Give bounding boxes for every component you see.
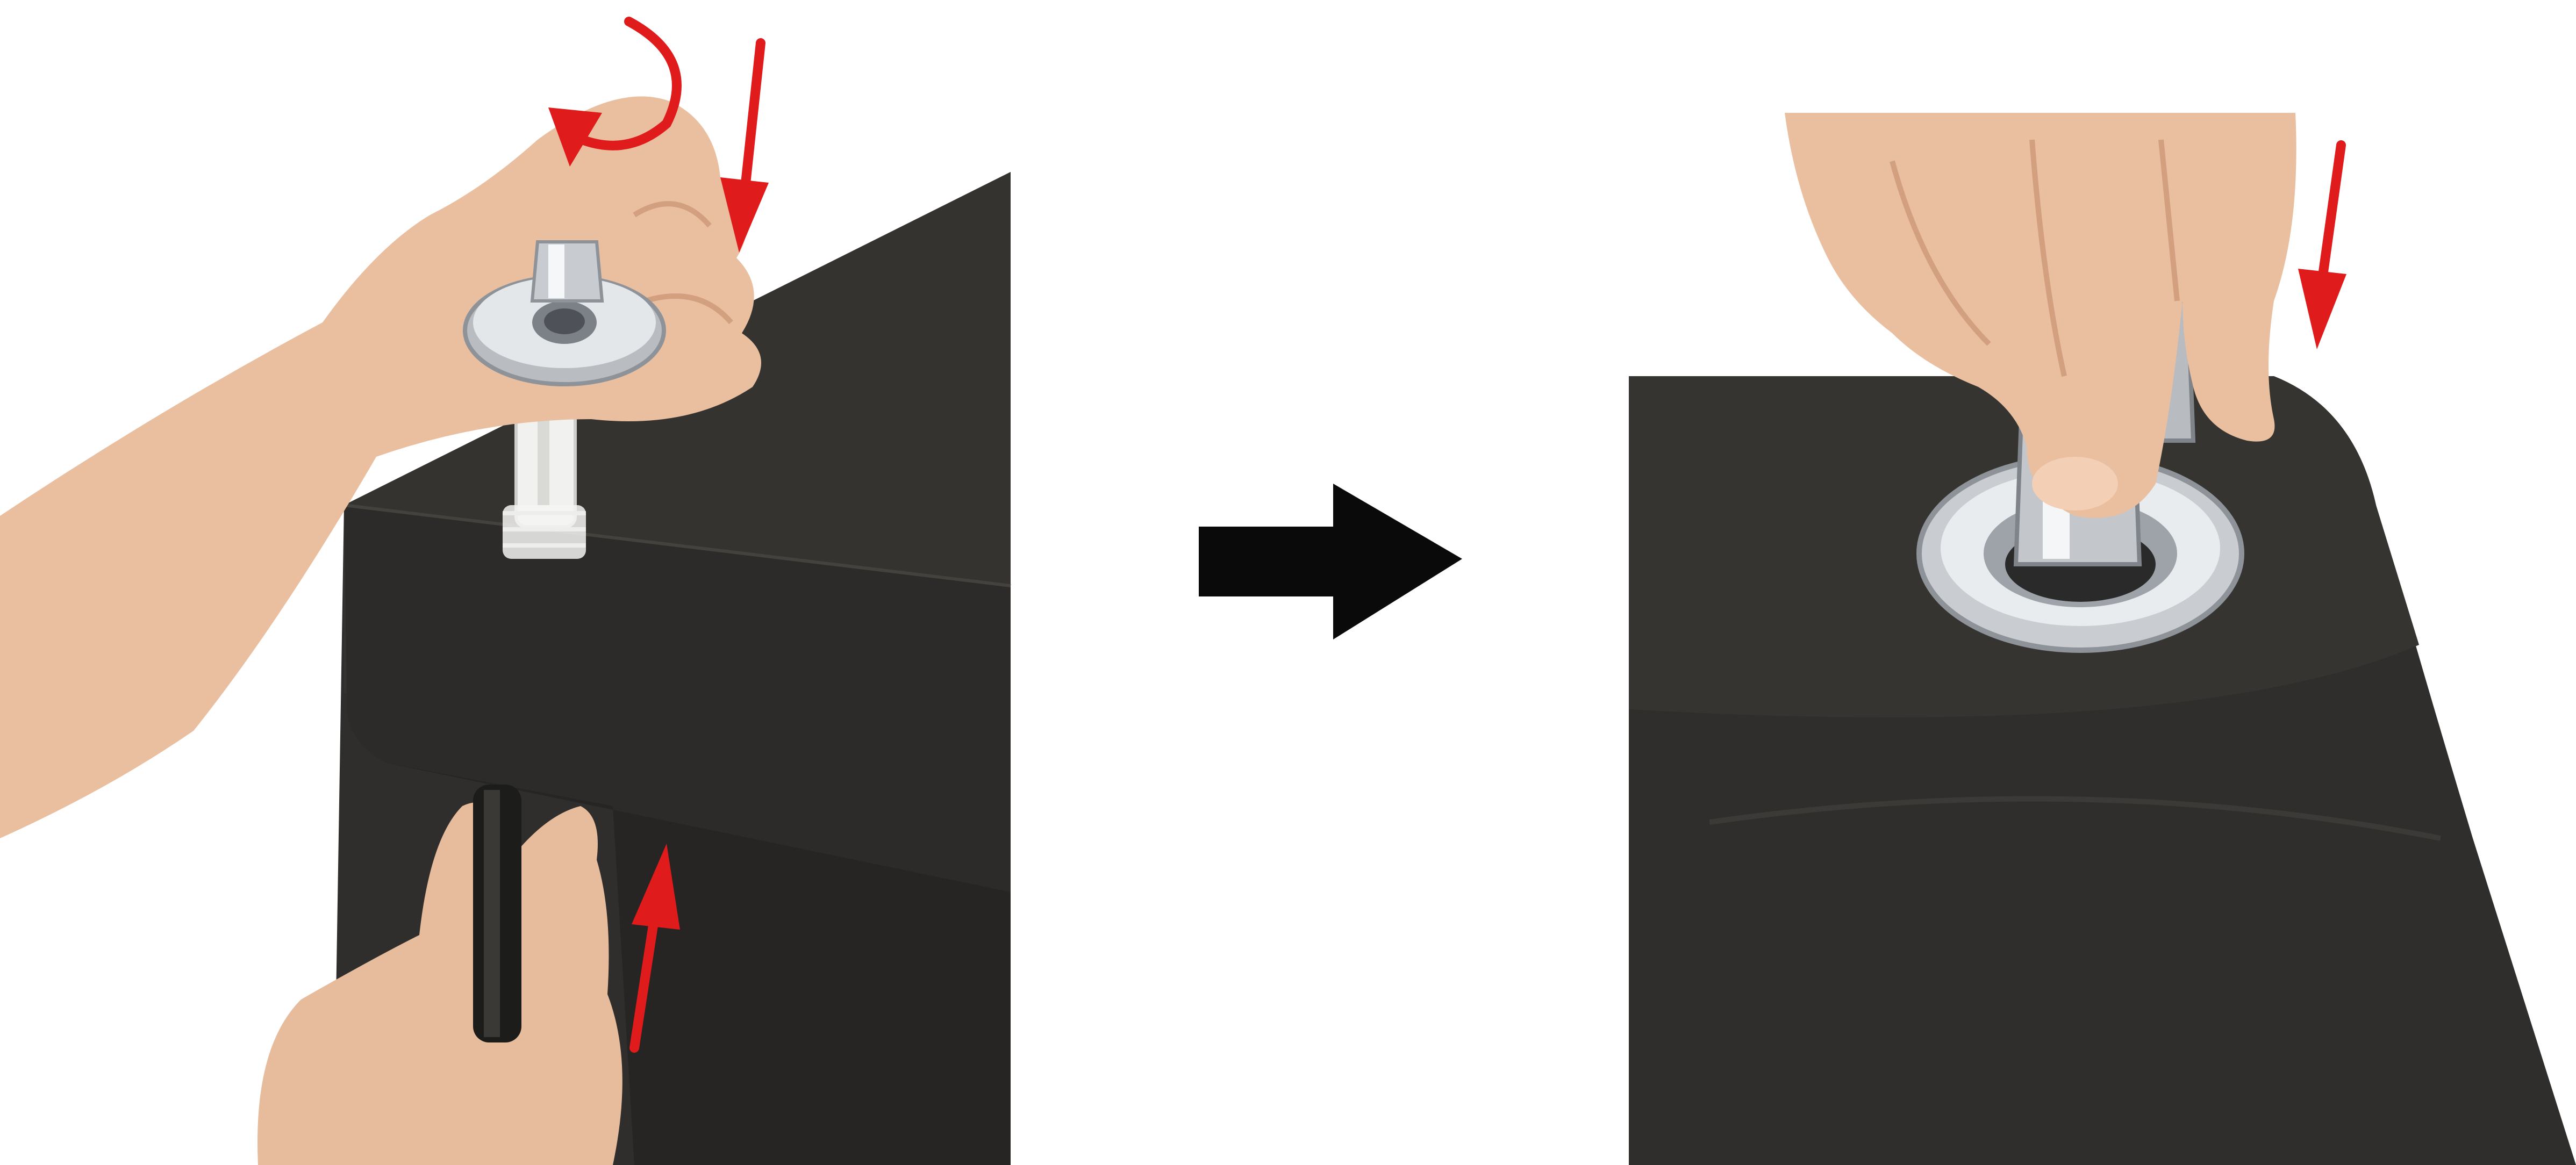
step-1-illustration: [0, 0, 1021, 1165]
step-2-scene: [1602, 0, 2576, 1165]
step-2-illustration: [1602, 0, 2576, 1165]
step-1-scene: [0, 0, 1021, 1165]
next-step-arrow-icon: [1183, 484, 1462, 645]
push-down-arrow-icon: [2298, 145, 2346, 349]
